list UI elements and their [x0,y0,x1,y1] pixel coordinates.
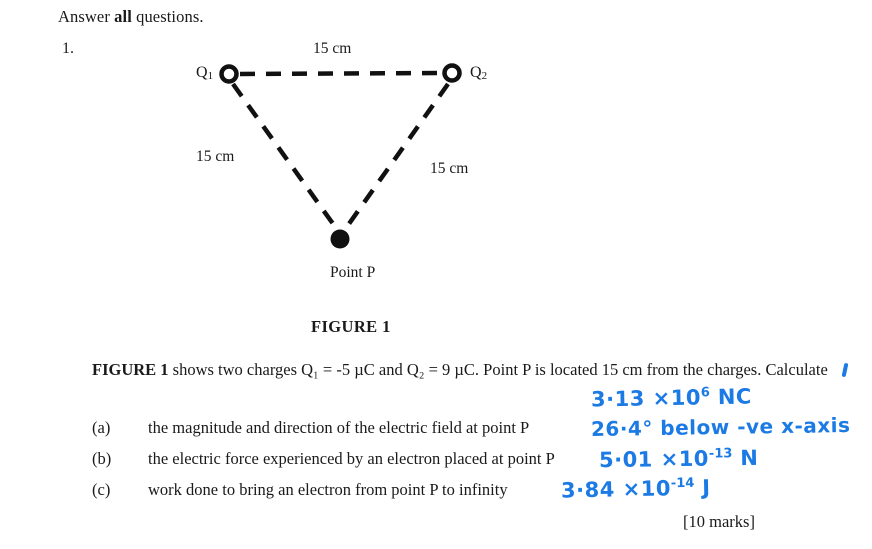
handwritten-a-mantissa: 3·13 ×10 [590,385,702,412]
question-number: 1. [62,40,74,57]
sub-question-c: (c) work done to bring an electron from … [92,480,872,511]
sub-question-c-text: work done to bring an electron from poin… [148,480,508,499]
charge-q1-node [219,64,239,84]
handwritten-a-exponent: 6 [700,385,711,401]
sub-question-b-tag: (b) [92,449,112,468]
label-charge-q1: Q1 [196,64,213,82]
handwritten-a-unit: NC [709,384,753,410]
figure-caption: FIGURE 1 [311,317,391,336]
side-q1-p-dashed [231,82,338,230]
triangle-charge-diagram [219,63,462,249]
sub-question-a-text: the magnitude and direction of the elect… [148,418,530,437]
instruction-prefix: Answer [58,7,115,26]
sub-question-b-text: the electric force experienced by an ele… [148,449,555,468]
label-right-distance: 15 cm [430,160,469,177]
handwritten-b-mantissa: 5·01 ×10 [598,446,710,473]
label-left-distance: 15 cm [196,148,235,165]
marks-allocation: [10 marks] [683,512,755,531]
instruction-emphasis: all [114,7,132,26]
handwritten-b-unit: N [732,445,759,471]
answer-instruction: Answer all questions. [58,7,204,27]
label-charge-q2-subscript: 2 [481,70,488,82]
handwritten-answer-b: 5·01 ×10-13 N [599,446,759,472]
handwritten-b-exponent: -13 [708,446,733,462]
sub-question-list: (a) the magnitude and direction of the e… [92,418,872,511]
point-p-node [330,229,350,249]
label-charge-q2: Q2 [470,64,487,82]
label-charge-q2-letter: Q [470,64,482,81]
sub-question-a-tag: (a) [92,418,111,437]
question-stem: FIGURE 1 shows two charges Q₁ = -5 µC an… [92,359,852,380]
side-q1-q2-dashed [239,70,444,77]
side-q2-p-dashed [344,82,450,230]
handwritten-c-exponent: -14 [670,475,695,492]
handwritten-answer-a-magnitude: 3·13 ×106 NC [591,384,752,411]
sub-question-c-tag: (c) [92,480,111,499]
label-charge-q1-letter: Q [196,64,208,81]
label-point-p: Point P [330,264,376,281]
handwritten-c-unit: J [694,475,711,500]
handwritten-c-mantissa: 3·84 ×10 [560,476,672,503]
handwritten-answer-c: 3·84 ×10-14 J [561,475,711,502]
handwritten-answer-a-direction: 26·4° below -ve x-axis [590,412,851,442]
question-stem-figure-ref: FIGURE 1 [92,360,169,379]
question-stem-text: shows two charges Q₁ = -5 µC and Q₂ = 9 … [168,360,828,379]
sub-question-b: (b) the electric force experienced by an… [92,449,872,480]
sub-question-a: (a) the magnitude and direction of the e… [92,418,872,449]
instruction-suffix: questions. [131,7,204,26]
label-top-distance: 15 cm [313,40,352,57]
figure-1-diagram: 15 cm 15 cm 15 cm Q1 Q2 Point P [196,40,487,281]
charge-q2-node [442,63,462,83]
label-charge-q1-subscript: 1 [207,70,214,82]
